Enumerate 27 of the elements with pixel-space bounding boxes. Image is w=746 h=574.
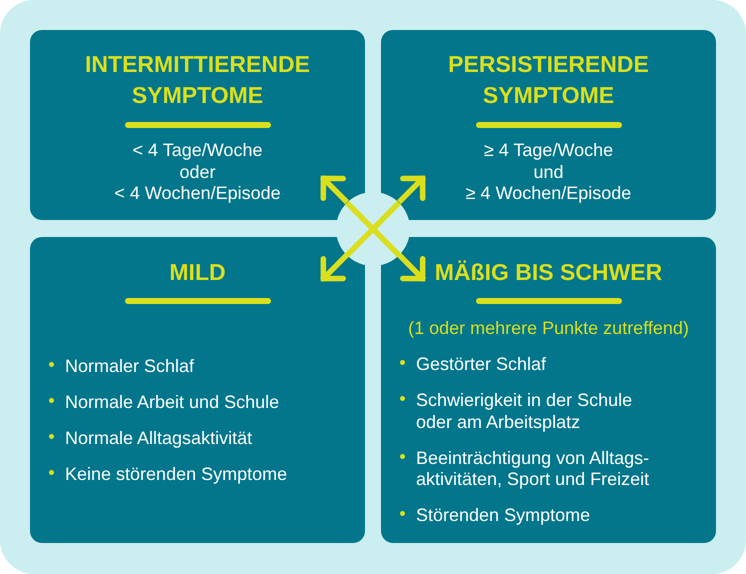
list-item-text: Schwierigkeit in der Schule oder am Arbeitsplatz: [416, 390, 634, 433]
list-item-text: Normale Alltagsaktivität: [65, 428, 252, 450]
list-item-text: Beeinträchtigung von Alltags- aktivitäten, Sport und Freizeit: [416, 448, 650, 490]
arrow: [397, 175, 426, 204]
arrow: [320, 175, 349, 204]
category-box: [381, 237, 716, 543]
category-box: [30, 237, 365, 543]
criteria-text: oder: [179, 162, 216, 183]
list-item-text: Normale Arbeit und Schule: [65, 392, 280, 414]
criteria-text: < 4 Tage/Woche: [132, 140, 262, 162]
arrow: [397, 252, 426, 282]
criteria-text: und: [533, 162, 564, 183]
criteria-text: ≥ 4 Wochen/Episode: [466, 183, 632, 204]
criteria-text: < 4 Wochen/Episode: [114, 183, 281, 204]
category-heading: INTERMITTIERENDE SYMPTOME: [84, 50, 311, 110]
criteria-text: ≥ 4 Tage/Woche: [484, 140, 614, 162]
arrow: [320, 252, 349, 282]
category-heading: MÄßIG BIS SCHWER: [434, 258, 662, 286]
list-item-text: Störenden Symptome: [416, 505, 590, 526]
category-heading: MILD: [169, 258, 226, 286]
category-box: [381, 30, 716, 220]
category-box: [30, 30, 365, 220]
list-item-text: Keine störenden Symptome: [65, 464, 288, 486]
note-text: (1 oder mehrere Punkte zutreffend): [408, 317, 689, 339]
list-item-text: Normaler Schlaf: [65, 356, 194, 378]
category-heading: PERSISTIERENDE SYMPTOME: [447, 50, 650, 110]
list-item-text: Gestörter Schlaf: [416, 354, 546, 376]
